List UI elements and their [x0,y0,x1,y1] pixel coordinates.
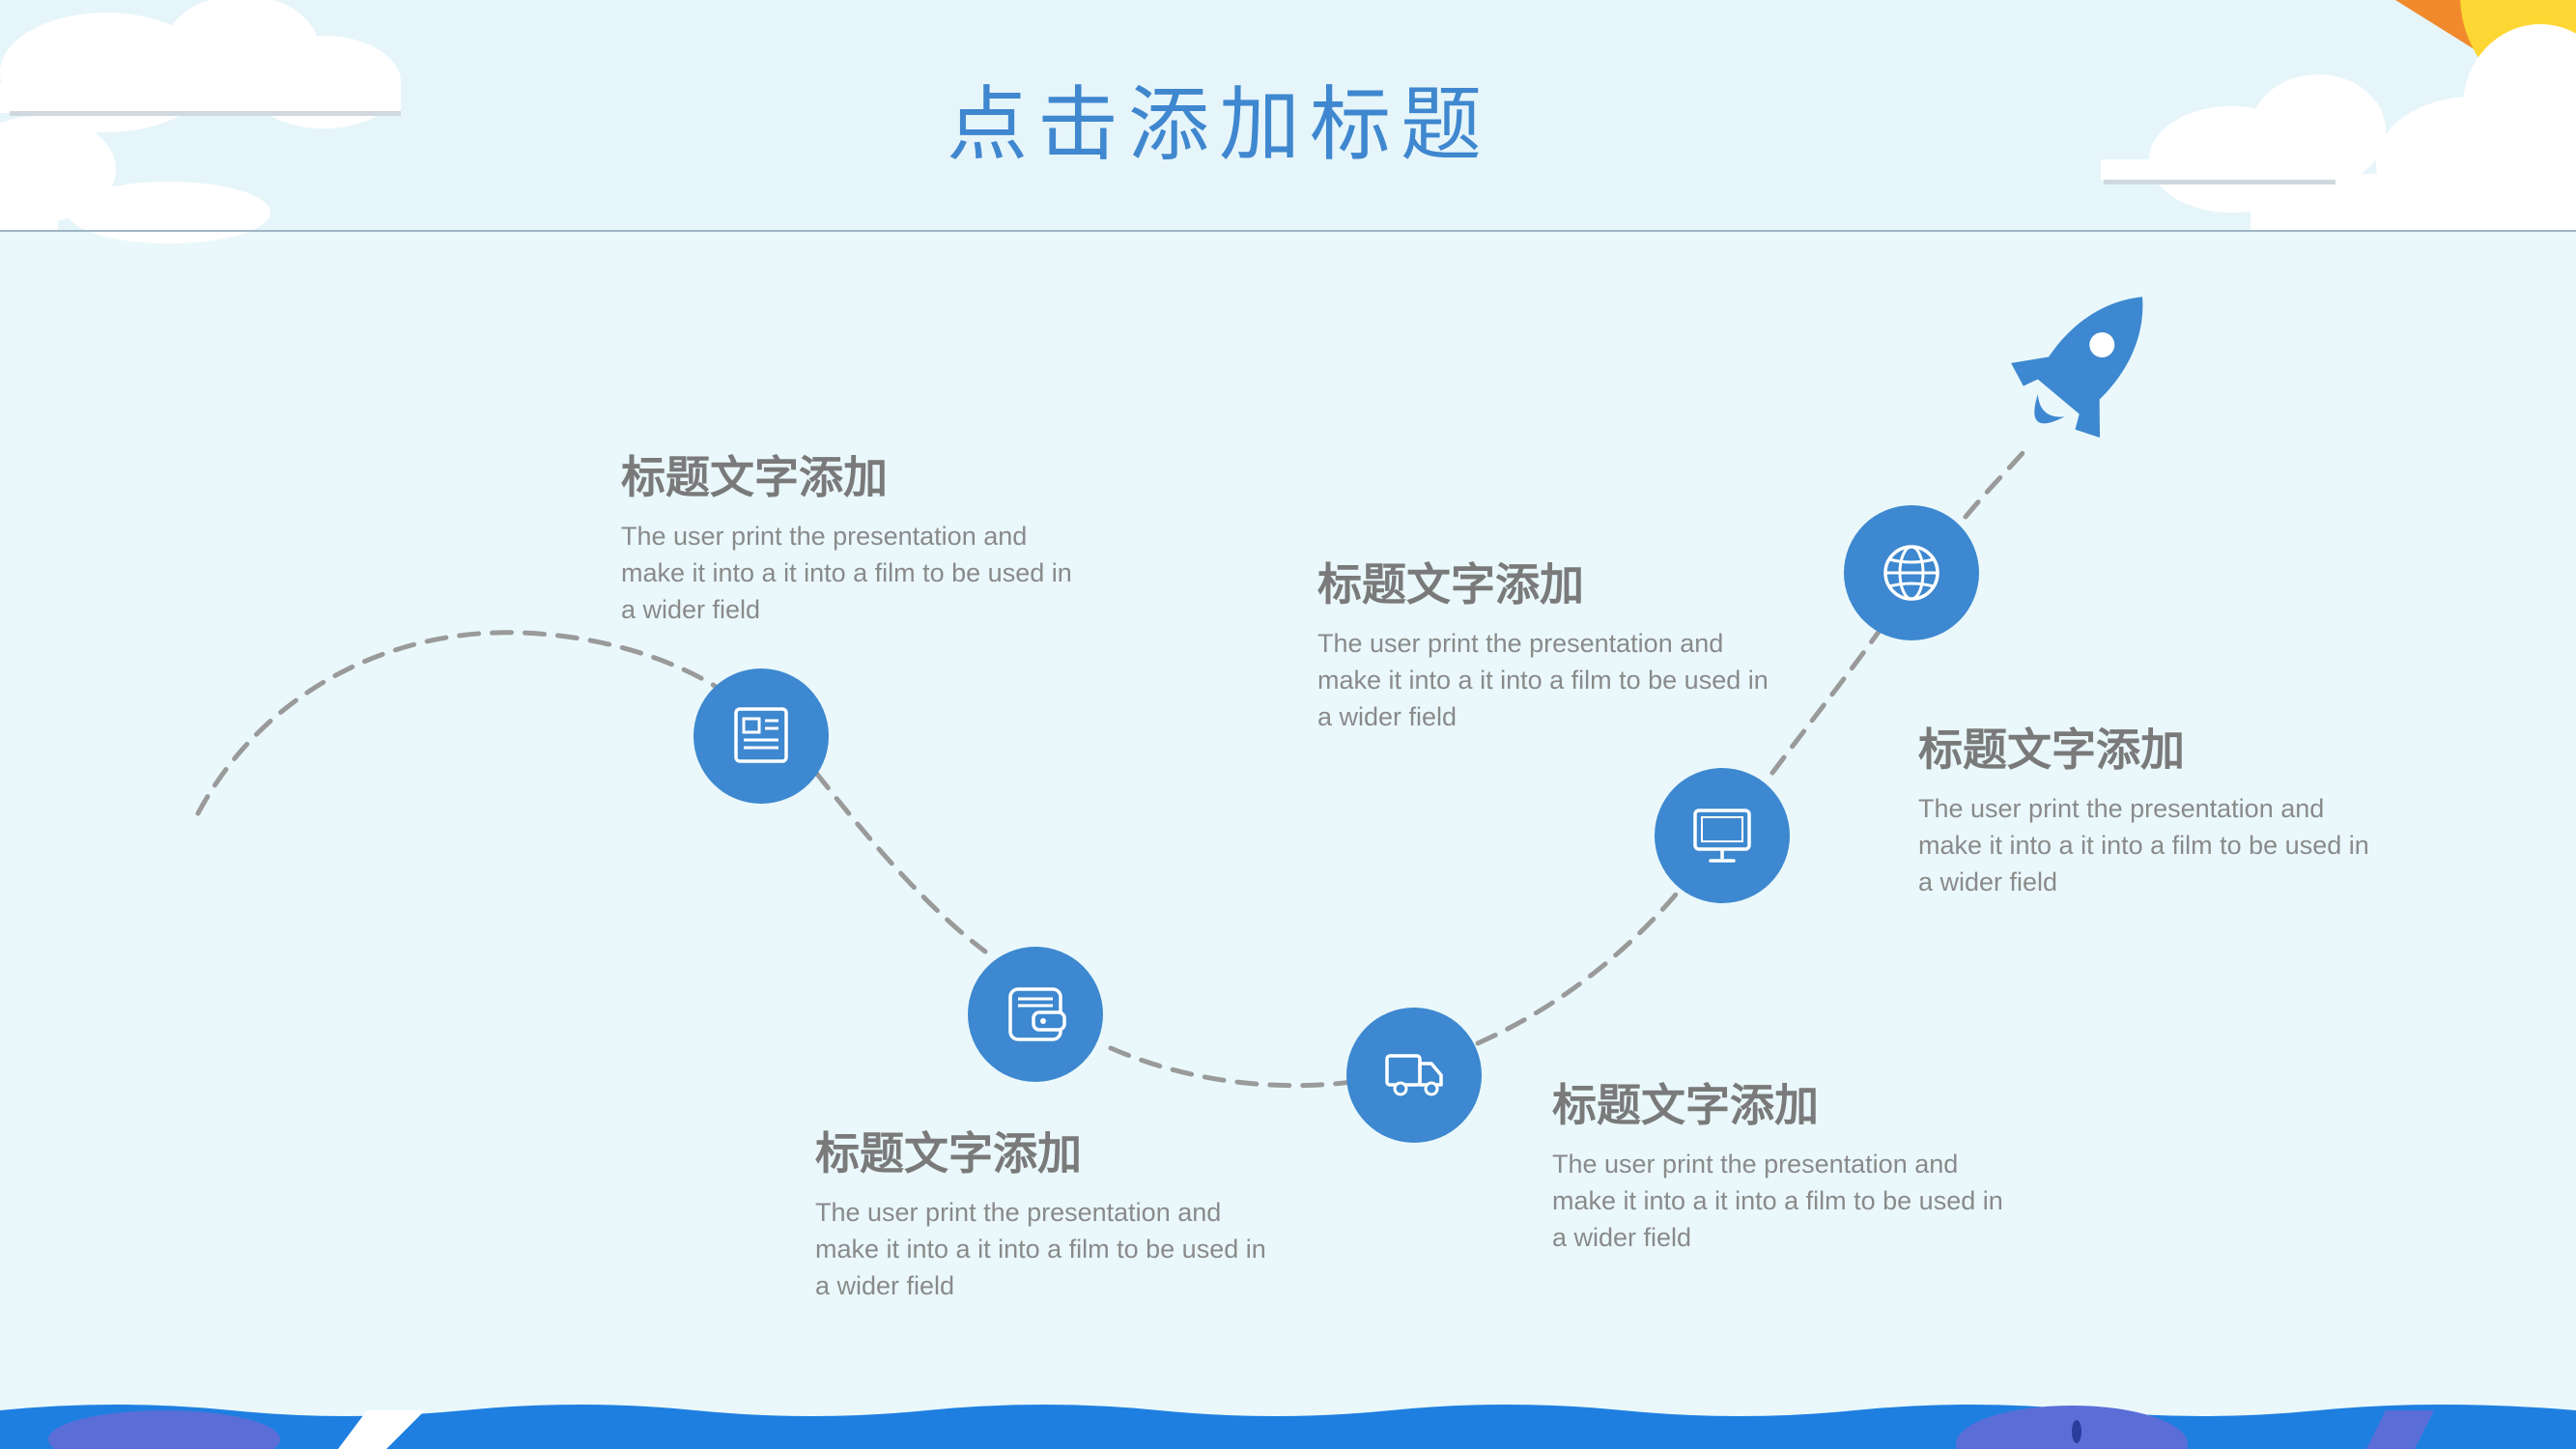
globe-icon [1883,545,1939,601]
document-icon [734,707,788,763]
step-3-text[interactable]: The user print the presentation and make… [1552,1150,2003,1252]
sea-decoration [0,1405,2576,1449]
rocket-icon [2011,297,2143,439]
step-node-1[interactable] [694,668,829,804]
step-node-4[interactable] [1655,768,1790,903]
header-band [0,0,2576,230]
page-title[interactable]: 点击添加标题 [947,77,1492,172]
step-2-text[interactable]: The user print the presentation and make… [815,1198,1266,1300]
step-2-heading[interactable]: 标题文字添加 [815,1127,1082,1179]
monitor-icon [1693,809,1751,863]
step-node-3[interactable] [1346,1008,1482,1143]
step-5-heading[interactable]: 标题文字添加 [1317,558,1584,611]
wallet-icon [1008,987,1066,1041]
step-node-2[interactable] [968,947,1103,1082]
step-1-text[interactable]: The user print the presentation and make… [621,522,1072,624]
step-4-heading[interactable]: 标题文字添加 [1918,724,2185,776]
header-divider [0,230,2576,232]
step-1-heading[interactable]: 标题文字添加 [621,451,888,503]
step-5-text[interactable]: The user print the presentation and make… [1317,629,1769,731]
step-4-text[interactable]: The user print the presentation and make… [1918,794,2369,896]
cloud-top-left [0,0,401,243]
step-node-5[interactable] [1844,505,1979,640]
step-3-heading[interactable]: 标题文字添加 [1552,1079,1819,1131]
truck-icon [1385,1054,1443,1096]
